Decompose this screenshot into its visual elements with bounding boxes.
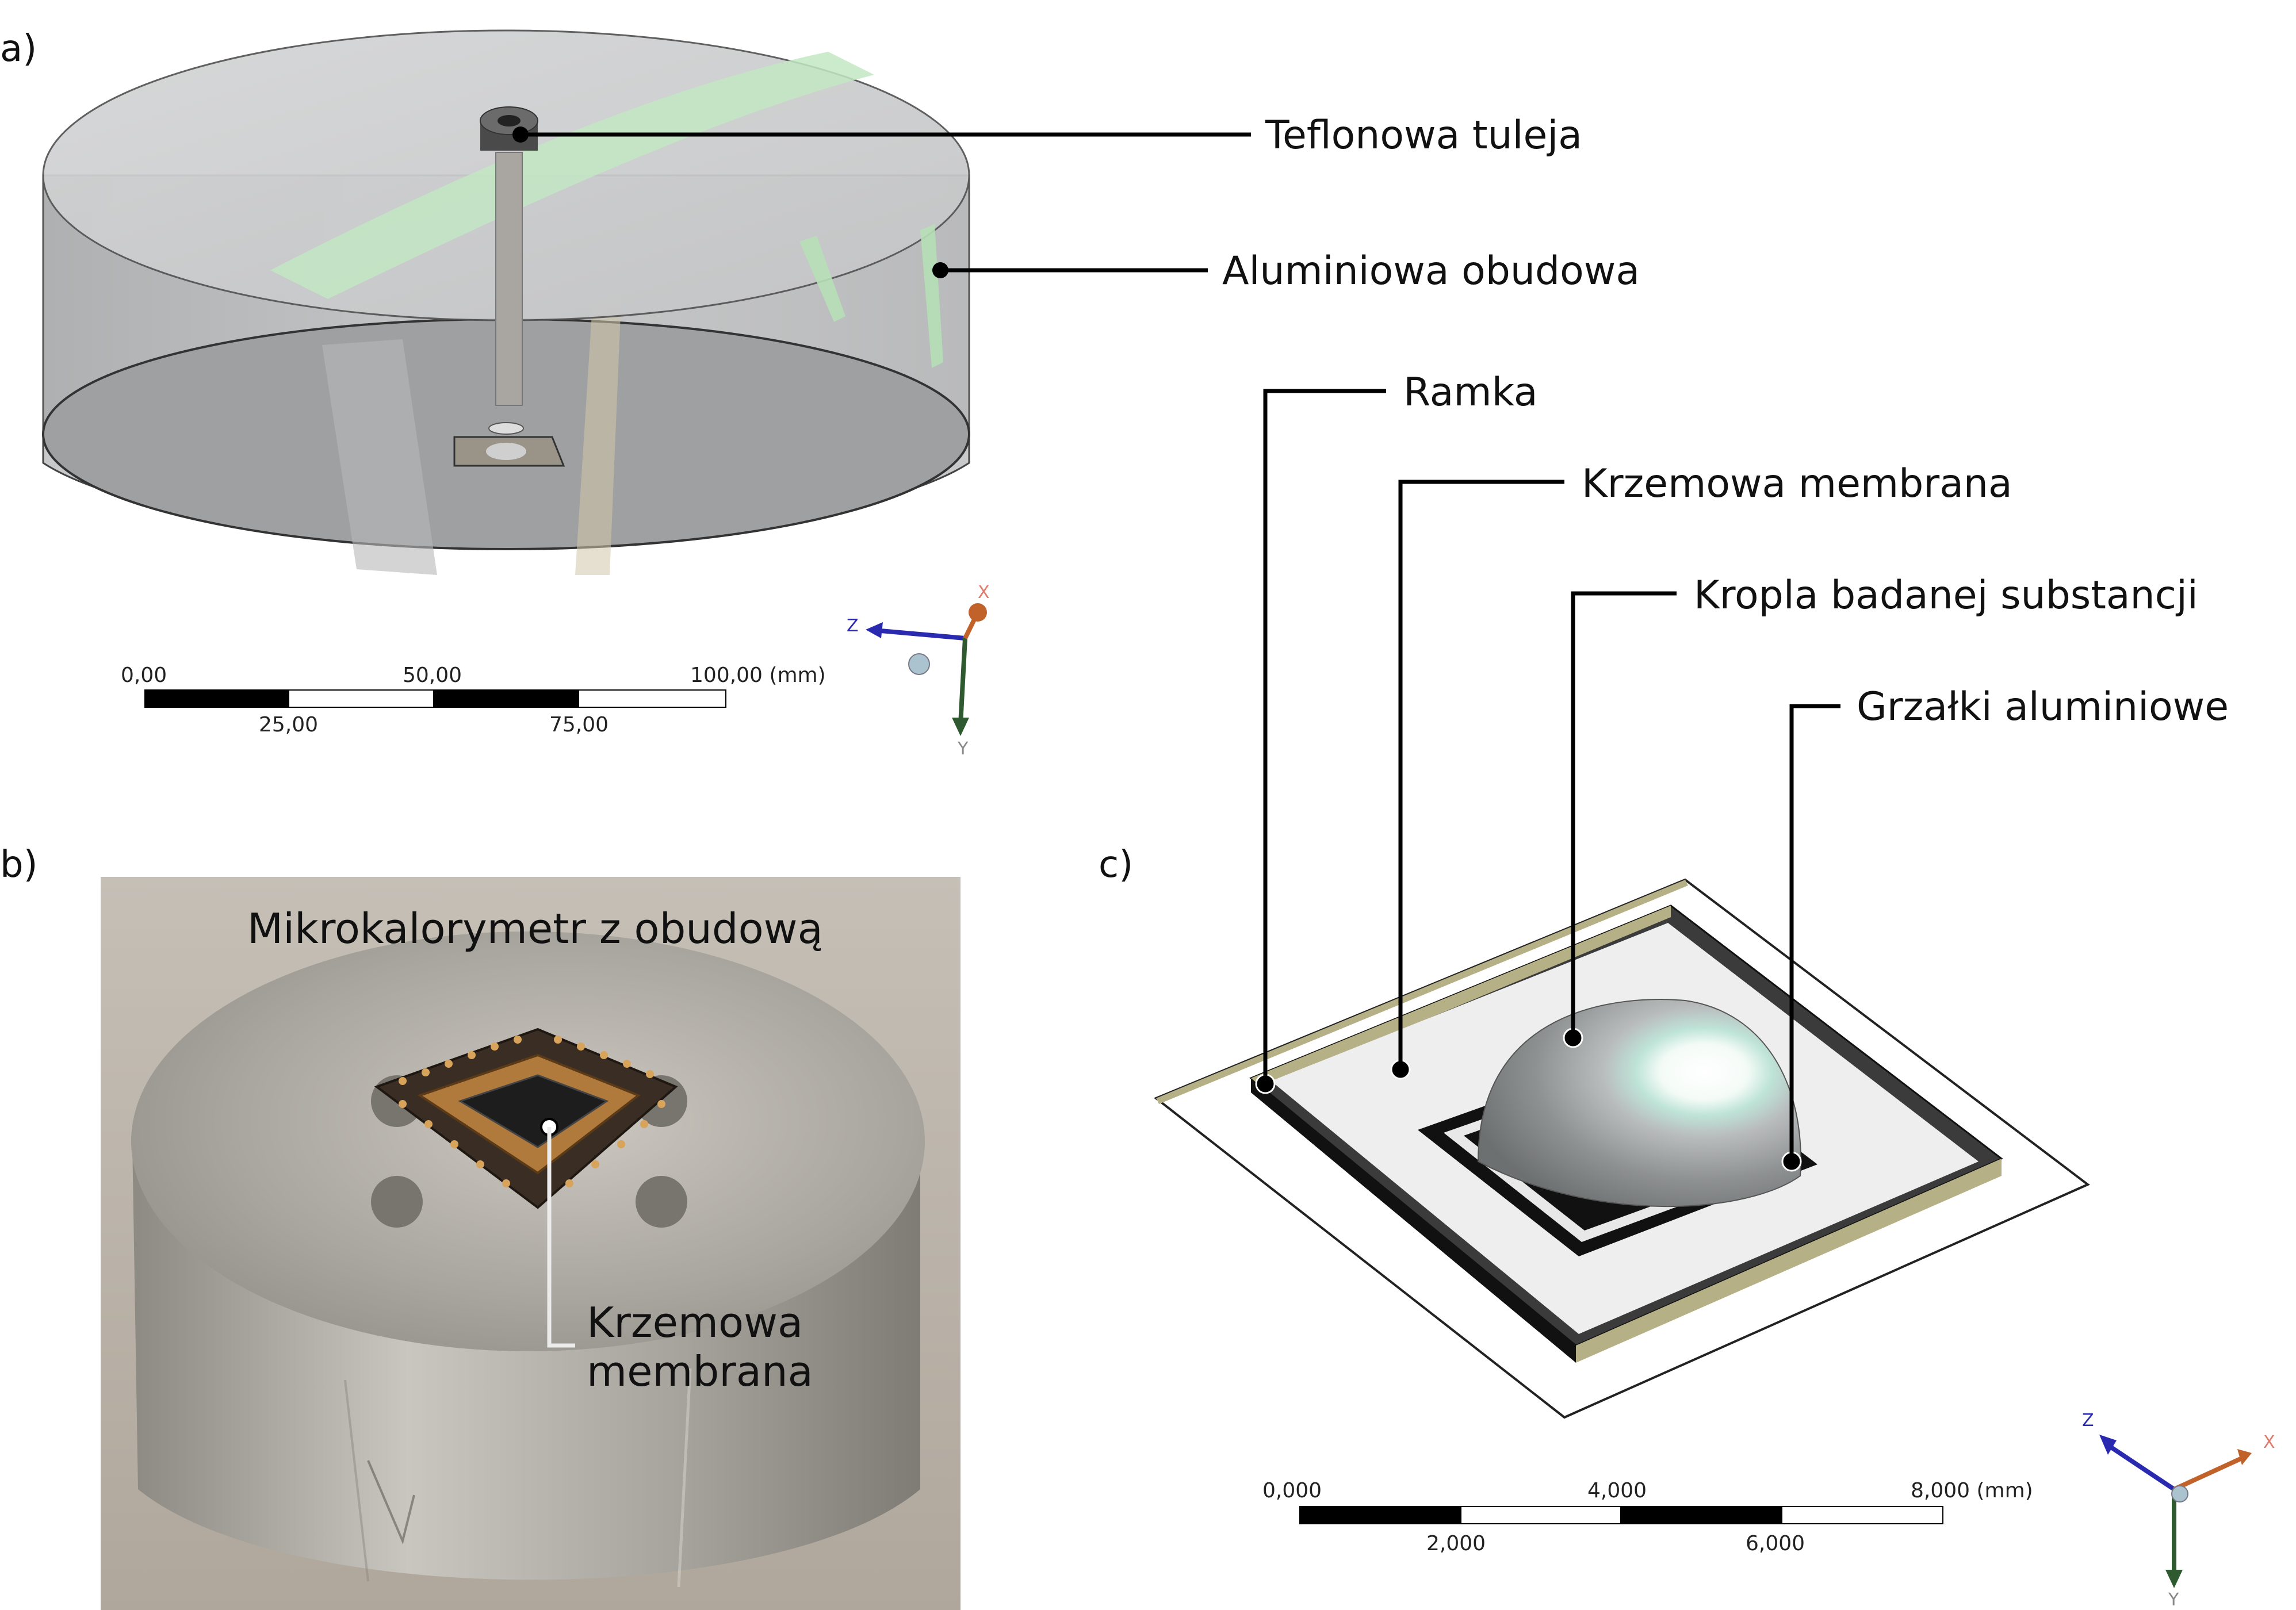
axis-triad-c: Z Y X xyxy=(2082,1410,2275,1610)
callout-membrane: Krzemowa membrana xyxy=(1390,461,2012,1080)
panel-b: b) xyxy=(0,844,961,1610)
label-teflon-sleeve: Teflonowa tuleja xyxy=(1265,113,1582,158)
label-membrane-c: Krzemowa membrana xyxy=(1582,461,2012,507)
label-drop: Kropla badanej substancji xyxy=(1694,573,2198,618)
scale-c-tick-6: 6,000 xyxy=(1746,1532,1805,1555)
microcalorimeter-model xyxy=(1154,878,2090,1419)
label-aluminium-housing: Aluminiowa obudowa xyxy=(1222,248,1640,294)
callout-teflon: Teflonowa tuleja xyxy=(512,113,1582,158)
panel-c-letter: c) xyxy=(1099,844,1133,886)
droplet xyxy=(1477,999,1801,1208)
callout-frame: Ramka xyxy=(1255,370,1538,1094)
label-membrane-b-line1: Krzemowa xyxy=(587,1298,803,1347)
axis-a-x: X xyxy=(978,582,990,603)
callout-heaters: Grzałki aluminiowe xyxy=(1781,684,2229,1172)
axis-triad-a: Z Y X xyxy=(847,582,990,759)
scale-bar-a: 0,00 50,00 100,00 (mm) 25,00 75,00 xyxy=(121,664,826,737)
scale-c-tick-2: 2,000 xyxy=(1426,1532,1486,1555)
green-band xyxy=(270,52,874,299)
scale-c-tick-0: 0,000 xyxy=(1262,1479,1322,1502)
panel-a-letter: a) xyxy=(0,28,37,70)
axis-c-z: Z xyxy=(2082,1410,2094,1431)
photo-title: Mikrokalorymetr z obudową xyxy=(247,904,823,953)
label-membrane-b-line2: membrana xyxy=(587,1347,813,1396)
photo-microcalorimeter xyxy=(101,877,961,1610)
callout-housing: Aluminiowa obudowa xyxy=(932,248,1640,294)
scale-a-tick-50: 50,00 xyxy=(403,664,462,687)
gold-pins xyxy=(399,1036,665,1187)
scale-c-tick-4: 4,000 xyxy=(1587,1479,1647,1502)
label-frame: Ramka xyxy=(1403,370,1538,415)
scale-a-tick-25: 25,00 xyxy=(259,713,318,737)
axis-c-x: X xyxy=(2263,1432,2275,1452)
scale-a-tick-0: 0,00 xyxy=(121,664,167,687)
scale-bar-c: 0,000 4,000 8,000 (mm) 2,000 6,000 xyxy=(1262,1479,2033,1555)
callout-drop: Kropla badanej substancji xyxy=(1563,573,2198,1048)
axis-c-y: Y xyxy=(2168,1590,2179,1610)
scale-a-tick-100: 100,00 (mm) xyxy=(690,664,826,687)
panel-c: c) Ramka xyxy=(1099,370,2275,1610)
panel-a: a) xyxy=(0,28,1640,759)
scale-a-tick-75: 75,00 xyxy=(549,713,609,737)
axis-a-z: Z xyxy=(847,616,859,636)
scale-c-tick-8: 8,000 (mm) xyxy=(1911,1479,2033,1502)
panel-b-letter: b) xyxy=(0,844,38,886)
axis-a-y: Y xyxy=(957,739,969,759)
label-heaters: Grzałki aluminiowe xyxy=(1857,684,2229,730)
